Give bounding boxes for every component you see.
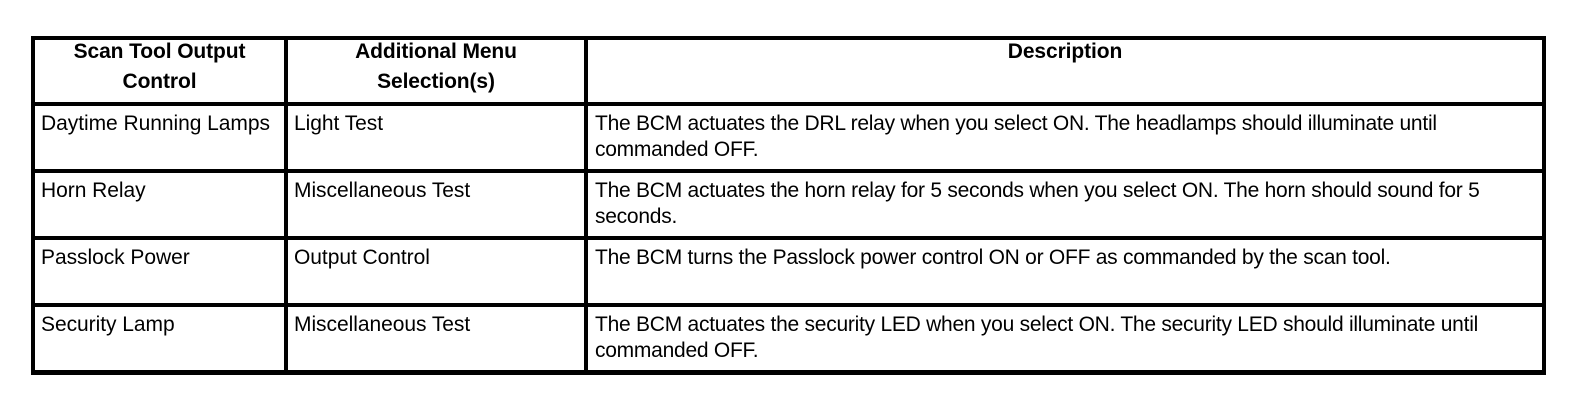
- cell-menu: Light Test: [284, 102, 588, 173]
- column-header-scan-tool-output-control-line1: Scan Tool Output: [73, 40, 246, 63]
- column-header-additional-menu-selections-line2: Selection(s): [377, 69, 495, 93]
- cell-control-text: Passlock Power: [41, 246, 190, 269]
- cell-menu: Miscellaneous Test: [284, 169, 588, 240]
- column-header-additional-menu-selections-line1: Additional Menu: [355, 40, 517, 63]
- cell-description-text: The BCM turns the Passlock power control…: [595, 246, 1391, 269]
- cell-menu-text: Output Control: [294, 246, 430, 269]
- cell-menu: Miscellaneous Test: [284, 303, 588, 375]
- cell-description-text: The BCM actuates the DRL relay when you …: [595, 112, 1437, 161]
- scan-tool-output-control-table-container: Scan Tool Output Control Additional Menu…: [31, 36, 1546, 375]
- table-row: Horn Relay Miscellaneous Test The BCM ac…: [31, 169, 1546, 240]
- cell-control: Security Lamp: [31, 303, 288, 375]
- cell-description: The BCM turns the Passlock power control…: [584, 236, 1546, 307]
- cell-menu-text: Miscellaneous Test: [294, 179, 471, 202]
- cell-description: The BCM actuates the security LED when y…: [584, 303, 1546, 375]
- column-header-additional-menu-selections: Additional Menu Selection(s): [284, 36, 588, 106]
- cell-control-text: Horn Relay: [41, 179, 146, 202]
- cell-control-text: Daytime Running Lamps: [41, 112, 270, 135]
- cell-control: Horn Relay: [31, 169, 288, 240]
- cell-description: The BCM actuates the horn relay for 5 se…: [584, 169, 1546, 240]
- column-header-scan-tool-output-control-line2: Control: [122, 69, 197, 93]
- column-header-scan-tool-output-control: Scan Tool Output Control: [31, 36, 288, 106]
- cell-menu-text: Light Test: [294, 112, 384, 135]
- table-body: Daytime Running Lamps Light Test The BCM…: [31, 102, 1546, 375]
- table-row: Passlock Power Output Control The BCM tu…: [31, 236, 1546, 307]
- cell-control-text: Security Lamp: [41, 313, 175, 336]
- table-header: Scan Tool Output Control Additional Menu…: [31, 36, 1546, 106]
- column-header-description: Description: [584, 36, 1546, 106]
- table-row: Security Lamp Miscellaneous Test The BCM…: [31, 303, 1546, 375]
- cell-control: Daytime Running Lamps: [31, 102, 288, 173]
- column-header-description-label: Description: [1007, 40, 1123, 63]
- table-row: Daytime Running Lamps Light Test The BCM…: [31, 102, 1546, 173]
- cell-menu-text: Miscellaneous Test: [294, 313, 471, 336]
- cell-menu: Output Control: [284, 236, 588, 307]
- cell-description: The BCM actuates the DRL relay when you …: [584, 102, 1546, 173]
- scan-tool-output-control-table: Scan Tool Output Control Additional Menu…: [31, 36, 1546, 375]
- table-header-row: Scan Tool Output Control Additional Menu…: [31, 36, 1546, 106]
- cell-description-text: The BCM actuates the horn relay for 5 se…: [595, 179, 1480, 228]
- cell-control: Passlock Power: [31, 236, 288, 307]
- cell-description-text: The BCM actuates the security LED when y…: [595, 313, 1479, 362]
